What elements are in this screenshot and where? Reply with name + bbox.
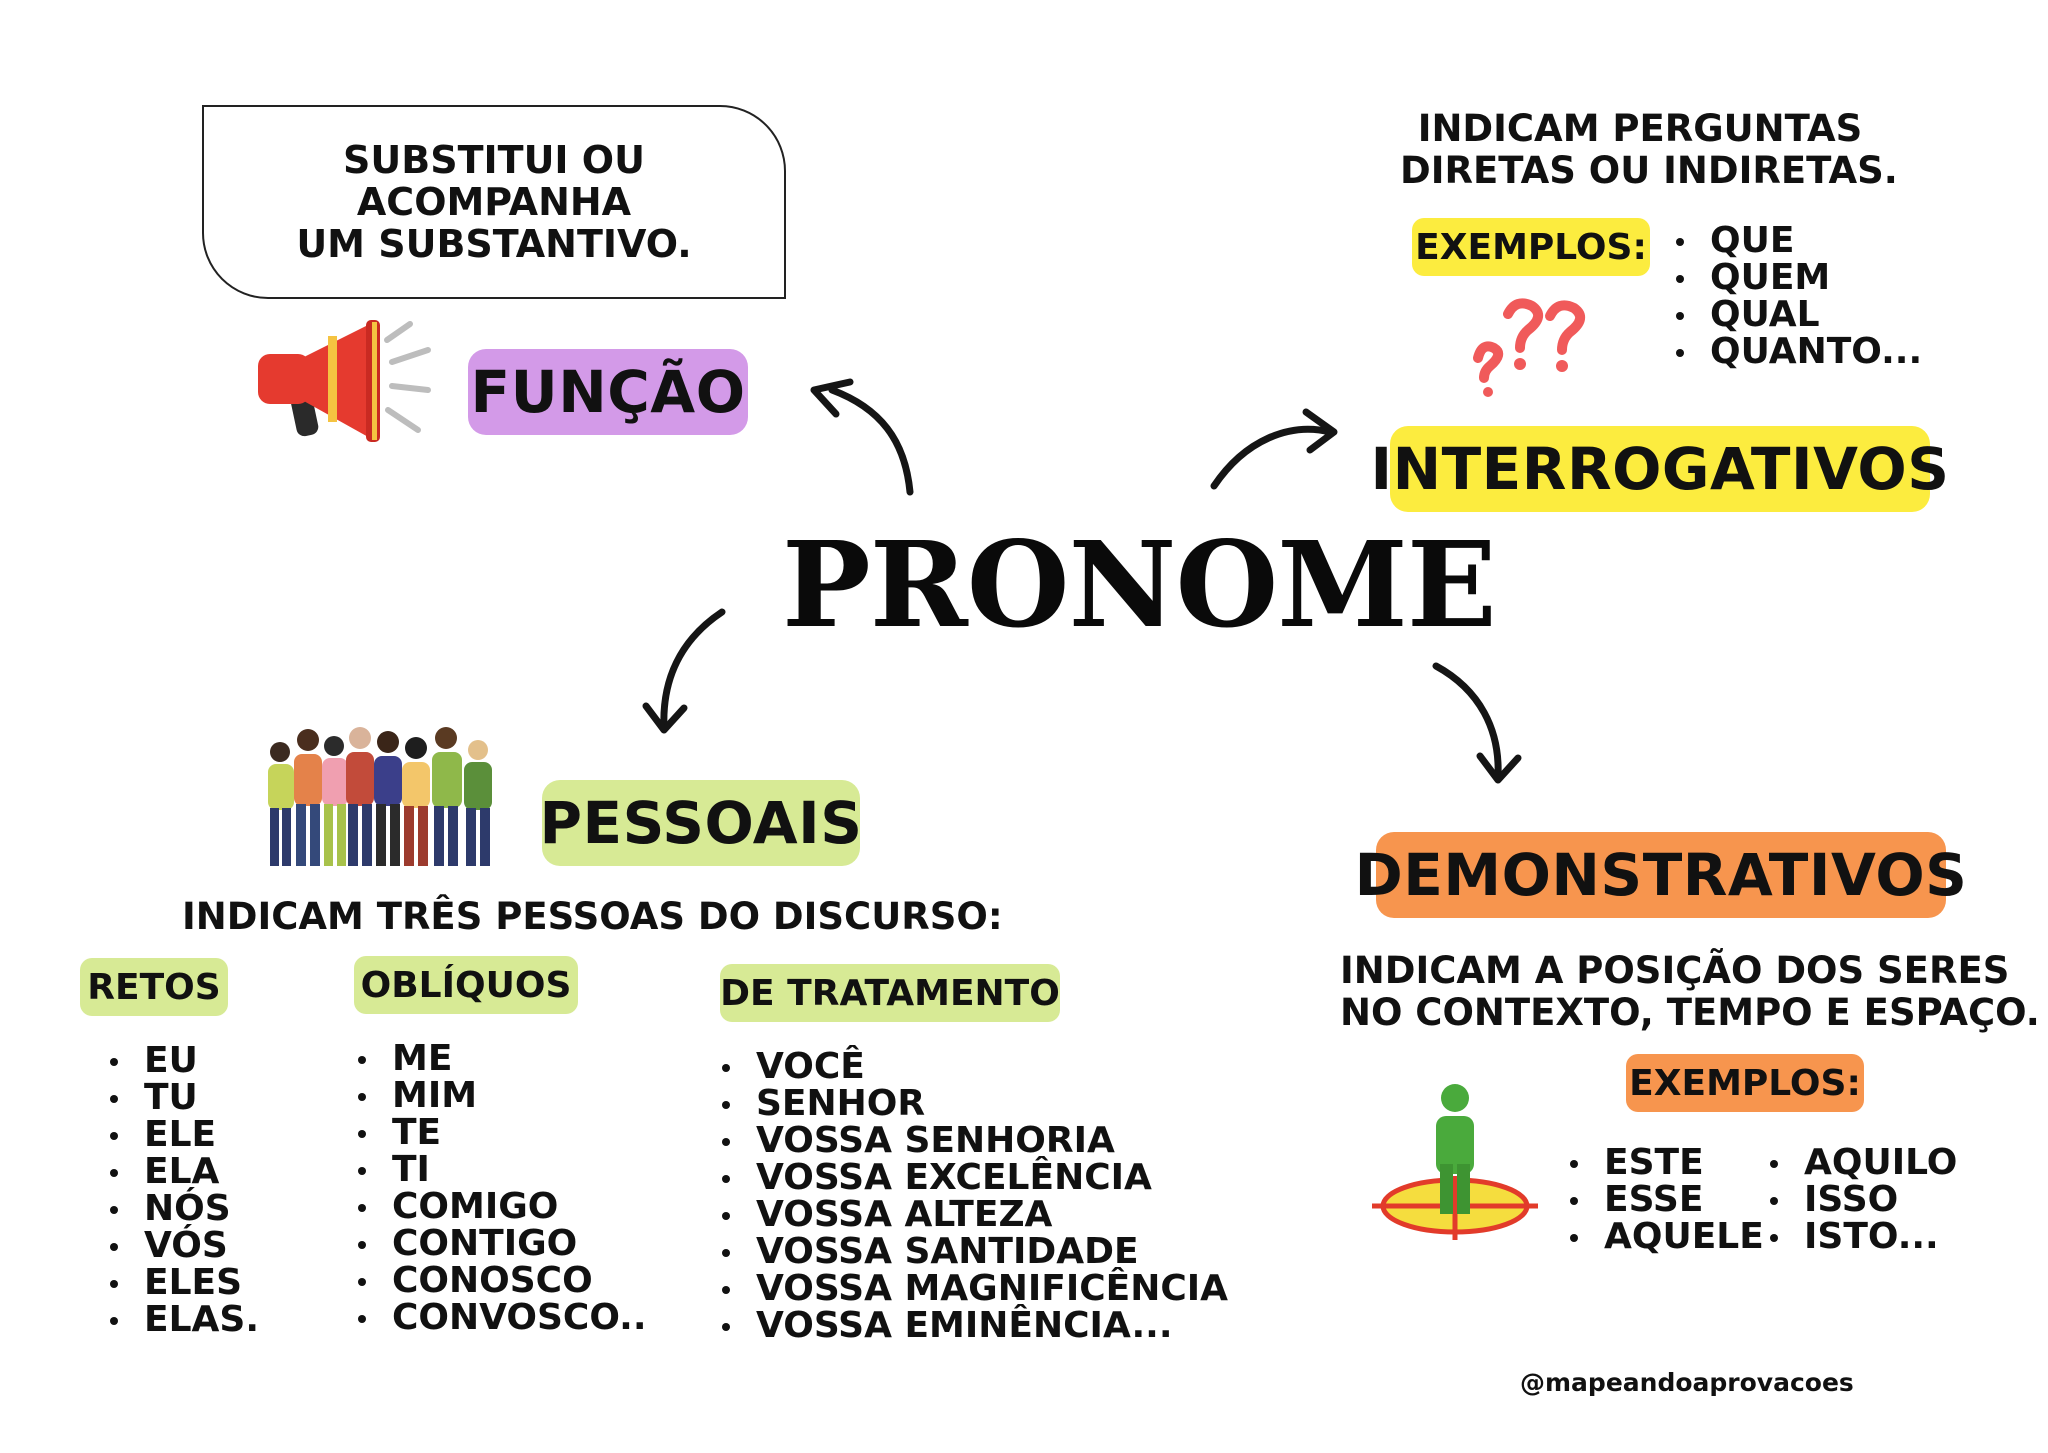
list-item: EU [110,1042,259,1079]
demonstrativos-examples-col2: AQUILO ISSO ISTO... [1770,1144,1957,1255]
interrogativos-examples-list: QUE QUEM QUAL QUANTO... [1676,222,1922,370]
list-item: QUEM [1676,259,1922,296]
arrow-to-interrogativos [1210,425,1334,490]
list-item: CONVOSCO.. [358,1299,647,1336]
list-item: VOSSA MAGNIFICÊNCIA [722,1270,1228,1307]
interrogativos-examples-label: EXEMPLOS: [1412,218,1650,276]
center-title: PRONOME [782,515,1497,654]
list-item: TE [358,1114,647,1151]
demonstrativos-description-line1: INDICAM A POSIÇÃO DOS SERES [1340,949,2010,992]
funcao-label: FUNÇÃO [468,349,748,435]
list-item: VOCÊ [722,1048,1228,1085]
list-item: AQUELE [1570,1218,1764,1255]
list-item: ELES [110,1264,259,1301]
retos-label: RETOS [80,958,228,1016]
list-item: VÓS [110,1227,259,1264]
interrogativos-description-line2: DIRETAS OU INDIRETAS. [1400,149,1898,192]
tratamento-label: DE TRATAMENTO [720,964,1060,1022]
list-item: ELA [110,1153,259,1190]
list-item: AQUILO [1770,1144,1957,1181]
arrow-to-funcao [828,386,914,496]
people-group-icon [256,716,500,874]
list-item: VOSSA EMINÊNCIA... [722,1307,1228,1344]
megaphone-icon [252,318,442,458]
list-item: VOSSA EXCELÊNCIA [722,1159,1228,1196]
list-item: QUAL [1676,296,1922,333]
demonstrativos-description-line2: NO CONTEXTO, TEMPO E ESPAÇO. [1340,991,2040,1034]
retos-list: EU TU ELE ELA NÓS VÓS ELES ELAS. [110,1042,259,1338]
list-item: ISSO [1770,1181,1957,1218]
funcao-description-line1: SUBSTITUI OU ACOMPANHA [343,138,645,224]
obliquos-list: ME MIM TE TI COMIGO CONTIGO CONOSCO CONV… [358,1040,647,1336]
obliquos-label: OBLÍQUOS [354,956,578,1014]
interrogativos-description: INDICAM PERGUNTAS DIRETAS OU INDIRETAS. [1400,107,1898,192]
list-item: VOSSA ALTEZA [722,1196,1228,1233]
question-marks-icon [1472,296,1600,400]
funcao-description-line2: UM SUBSTANTIVO. [296,222,692,266]
demonstrativos-examples-label: EXEMPLOS: [1626,1054,1864,1112]
list-item: TI [358,1151,647,1188]
list-item: CONTIGO [358,1225,647,1262]
list-item: QUANTO... [1676,333,1922,370]
list-item: NÓS [110,1190,259,1227]
demonstrativos-description: INDICAM A POSIÇÃO DOS SERES NO CONTEXTO,… [1340,949,2040,1034]
list-item: MIM [358,1077,647,1114]
list-item: CONOSCO [358,1262,647,1299]
list-item: ME [358,1040,647,1077]
list-item: TU [110,1079,259,1116]
list-item: ELAS. [110,1301,259,1338]
interrogativos-description-line1: INDICAM PERGUNTAS [1417,107,1863,150]
list-item: COMIGO [358,1188,647,1225]
list-item: ISTO... [1770,1218,1957,1255]
person-on-target-icon [1372,1080,1538,1250]
pessoais-label: PESSOAIS [539,780,862,866]
footer-handle: @mapeandoaprovacoes [1520,1368,1854,1397]
arrow-to-pessoais [660,608,726,732]
list-item: QUE [1676,222,1922,259]
list-item: VOSSA SANTIDADE [722,1233,1228,1270]
funcao-description-box: SUBSTITUI OU ACOMPANHA UM SUBSTANTIVO. [202,105,786,299]
list-item: VOSSA SENHORIA [722,1122,1228,1159]
demonstrativos-examples-col1: ESTE ESSE AQUELE [1570,1144,1764,1255]
arrow-to-demonstrativos [1432,662,1502,780]
list-item: ESTE [1570,1144,1764,1181]
demonstrativos-label: DEMONSTRATIVOS [1355,832,1967,918]
pessoais-description: INDICAM TRÊS PESSOAS DO DISCURSO: [182,895,1003,938]
list-item: SENHOR [722,1085,1228,1122]
list-item: ELE [110,1116,259,1153]
list-item: ESSE [1570,1181,1764,1218]
tratamento-list: VOCÊ SENHOR VOSSA SENHORIA VOSSA EXCELÊN… [722,1048,1228,1344]
interrogativos-label: INTERROGATIVOS [1371,426,1949,512]
